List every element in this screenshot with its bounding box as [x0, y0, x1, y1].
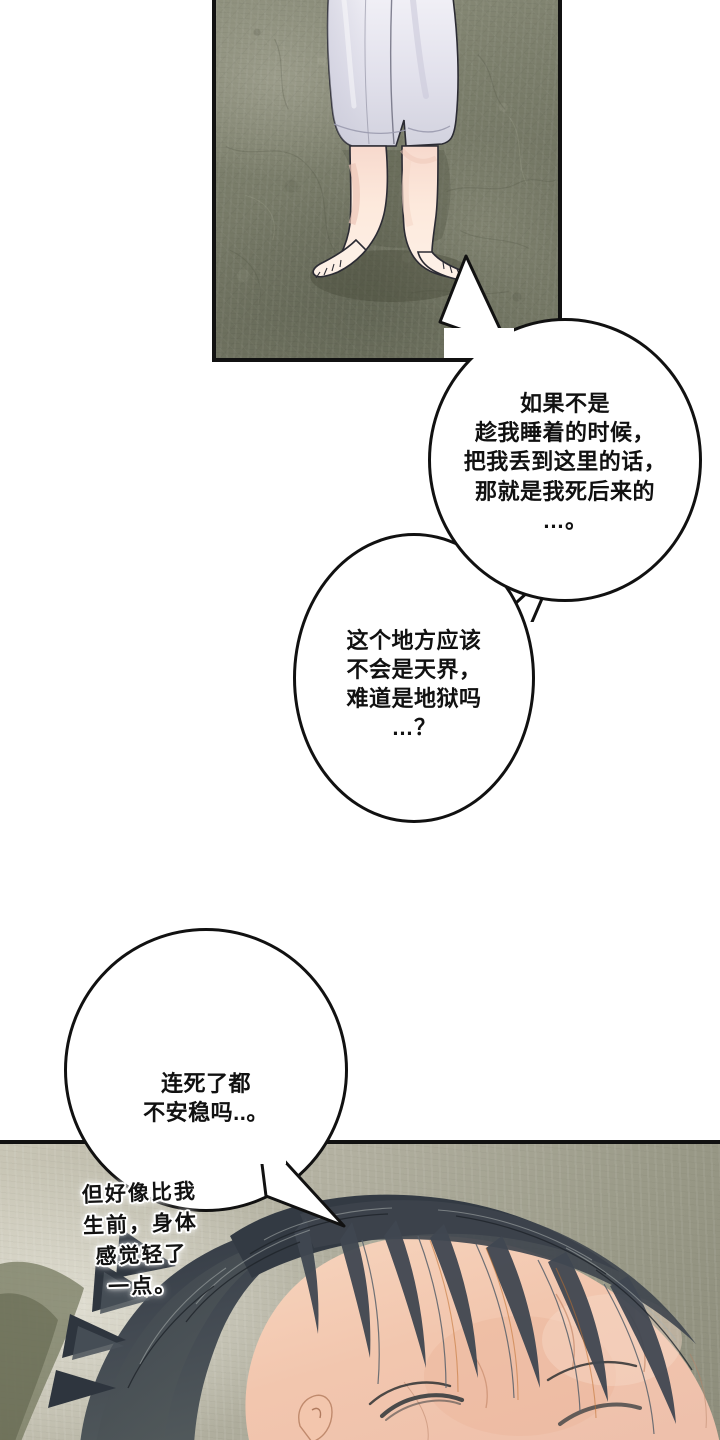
speech-bubble-1-text: 如果不是 趁我睡着的时候， 把我丢到这里的话， 那就是我死后来的 …。: [463, 391, 667, 533]
speech-bubble-1: 如果不是 趁我睡着的时候， 把我丢到这里的话， 那就是我死后来的 …。: [428, 318, 702, 602]
speech-bubble-2-text: 这个地方应该 不会是天界， 难道是地狱吗 …？: [346, 627, 482, 741]
panel-bottom-face: [0, 1140, 720, 1440]
speech-bubble-3-text: 连死了都 不安稳吗..。: [143, 1070, 269, 1125]
bubble-3-tail: [252, 1130, 346, 1228]
figure-legs-and-feet: [310, 0, 474, 302]
speech-bubble-2: 这个地方应该 不会是天界， 难道是地狱吗 …？: [293, 533, 535, 823]
speech-bubble-3: 连死了都 不安稳吗..。: [64, 928, 348, 1212]
caption-monologue: 但好像比我 生前，身体 感觉轻了 一点。: [81, 1179, 199, 1300]
panel-top-feet: [212, 0, 562, 362]
bubble-1-tail: [438, 254, 514, 358]
